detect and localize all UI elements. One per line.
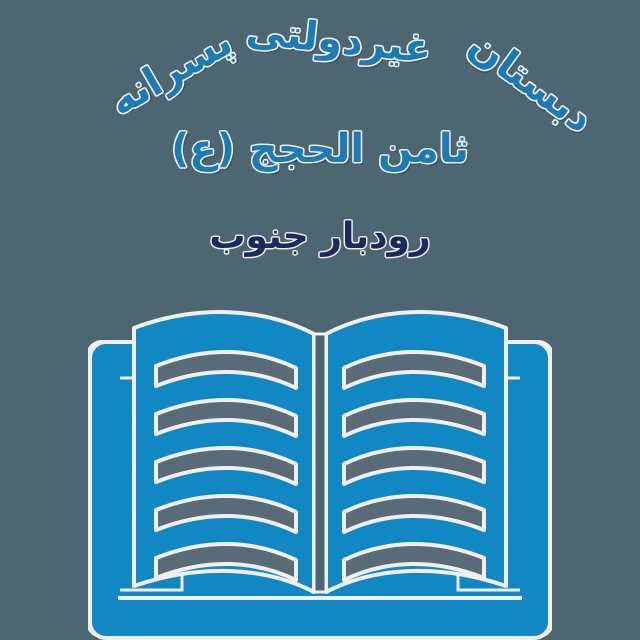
text-line <box>342 349 486 390</box>
text-line <box>342 541 486 582</box>
title-word-gheyredowlati: غیردولتی <box>244 7 434 73</box>
text-line <box>154 541 298 582</box>
open-book-icon <box>88 296 552 640</box>
text-line <box>154 493 298 534</box>
book-text-lines-right <box>342 349 486 582</box>
text-line <box>342 445 486 486</box>
text-line <box>154 445 298 486</box>
title-block: دبستان غیردولتی پسرانه ثامن الحجج (ع) رو… <box>0 0 640 300</box>
text-line <box>342 397 486 438</box>
book-gutter <box>312 332 328 594</box>
book-text-lines-left <box>154 349 298 582</box>
text-line <box>342 493 486 534</box>
title-word-dabestan: دبستان <box>460 21 602 143</box>
title-word-pesarane: پسرانه <box>101 18 241 126</box>
text-line <box>154 349 298 390</box>
title-line-3: رودبار جنوب <box>209 216 431 257</box>
title-line-2: ثامن الحجج (ع) <box>171 126 469 172</box>
text-line <box>154 397 298 438</box>
